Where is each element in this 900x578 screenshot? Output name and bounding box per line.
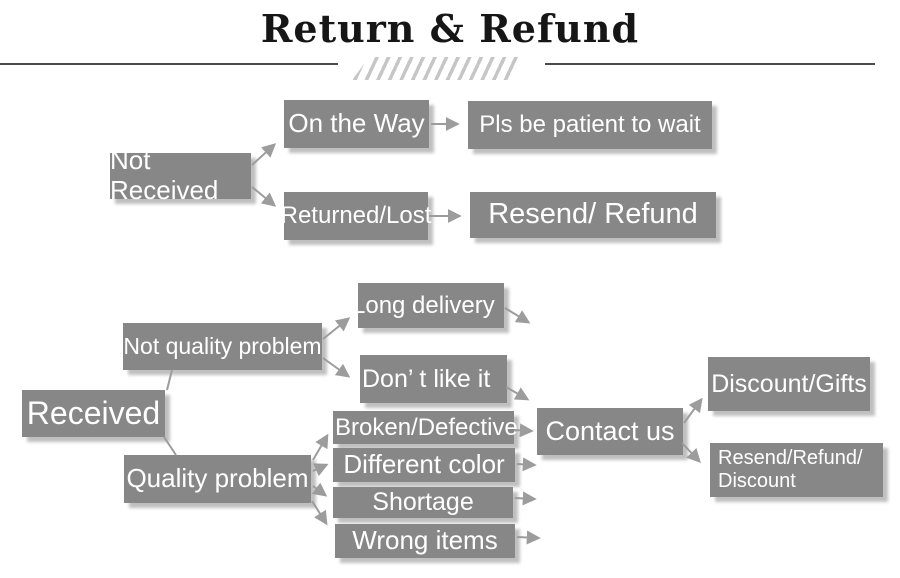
node-resend-refund-discount: Resend/Refund/ Discount [710,443,883,497]
header-rule-right [545,63,875,65]
node-quality-problem: Quality problem [124,455,311,503]
node-wrong-items: Wrong items [335,524,515,558]
page-title: Return & Refund [260,6,640,51]
node-different-color: Different color [333,448,515,482]
arrow-shortage-out [514,491,537,506]
arrow-dont-like-it-to-contact-us [505,386,530,401]
node-contact-us: Contact us [537,408,683,455]
arrow-contact-us-to-discount-gifts [683,397,703,424]
node-shortage: Shortage [333,487,513,518]
arrow-not-received-to-returned-lost [251,186,277,207]
node-long-delivery: Long delivery [352,283,504,328]
arrow-quality-to-different-color [312,463,329,477]
node-received: Received [22,390,165,437]
arrow-quality-to-broken-defective [312,433,329,461]
arrow-quality-to-shortage [311,482,328,497]
link-received-to-not-quality-problem [166,369,173,391]
node-on-the-way: On the Way [284,100,429,148]
hatch-stripes-decoration [352,57,526,80]
arrow-wrong-items-out [516,530,541,545]
arrow-not-quality-to-dont-like-it [322,357,351,378]
arrow-long-delivery-out [504,307,531,324]
arrow-not-quality-to-long-delivery [322,317,351,340]
node-returned-lost: Returned/Lost [281,192,431,240]
node-resend-refund: Resend/ Refund [470,192,716,238]
header-rule-left [0,63,338,65]
node-pls-be-patient: Pls be patient to wait [468,101,712,149]
node-not-received: Not Received [110,145,251,205]
node-broken-defective: Broken/Defective [333,411,518,444]
arrow-different-color-out [516,457,537,472]
node-not-quality-problem: Not quality problem [123,323,322,370]
node-dont-like-it: Don’ t like it [360,355,507,403]
node-discount-gifts: Discount/Gifts [708,357,870,411]
link-received-to-quality-problem [163,436,177,456]
arrow-not-received-to-on-the-way [251,143,277,166]
arrow-quality-to-wrong-items [311,500,328,526]
arrow-contact-us-to-resend-refund-discount [681,442,701,464]
